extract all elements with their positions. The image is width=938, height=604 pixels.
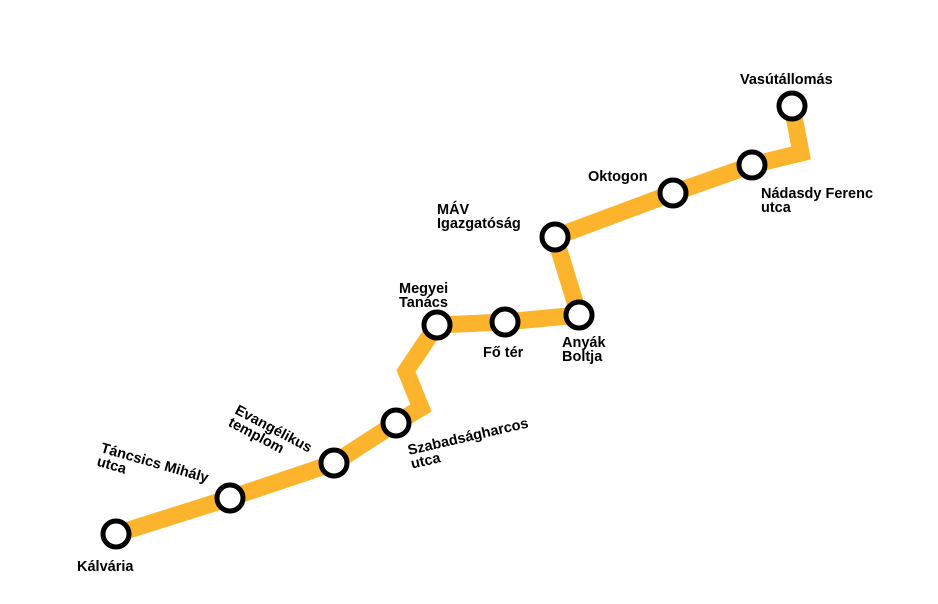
station-label-mav: MÁV Igazgatóság — [437, 201, 521, 232]
station-label-evangelikus: Evangélikus templom — [226, 402, 318, 470]
station-marker-nadasdy — [736, 149, 768, 181]
station-label-vasutallomas: Vasútállomás — [740, 72, 833, 88]
station-label-anyak: Anyák Boltja — [562, 335, 610, 365]
station-label-kalvaria: Kálvária — [77, 559, 134, 575]
station-marker-oktogon — [657, 177, 689, 209]
station-label-nadasdy: Nádasdy Ferenc utca — [761, 186, 877, 216]
station-label-tancsics: Táncsics Mihály utca — [95, 440, 214, 501]
station-marker-tancsics — [214, 482, 246, 514]
station-label-szabadsagharcos: Szabadságharcos utca — [406, 415, 537, 473]
station-label-oktogon: Oktogon — [588, 169, 648, 185]
station-label-megyei: Megyei Tanács — [399, 281, 452, 311]
station-marker-vasutallomas — [776, 90, 808, 122]
station-marker-evangelikus — [318, 447, 350, 479]
station-marker-mav — [539, 221, 571, 253]
station-marker-anyak — [563, 299, 595, 331]
route-line — [113, 104, 811, 543]
station-label-fo-ter: Fő tér — [483, 345, 524, 361]
station-marker-fo-ter — [489, 306, 521, 338]
station-marker-megyei — [421, 309, 453, 341]
station-marker-szabadsagharcos — [380, 407, 412, 439]
station-marker-kalvaria — [100, 518, 132, 550]
